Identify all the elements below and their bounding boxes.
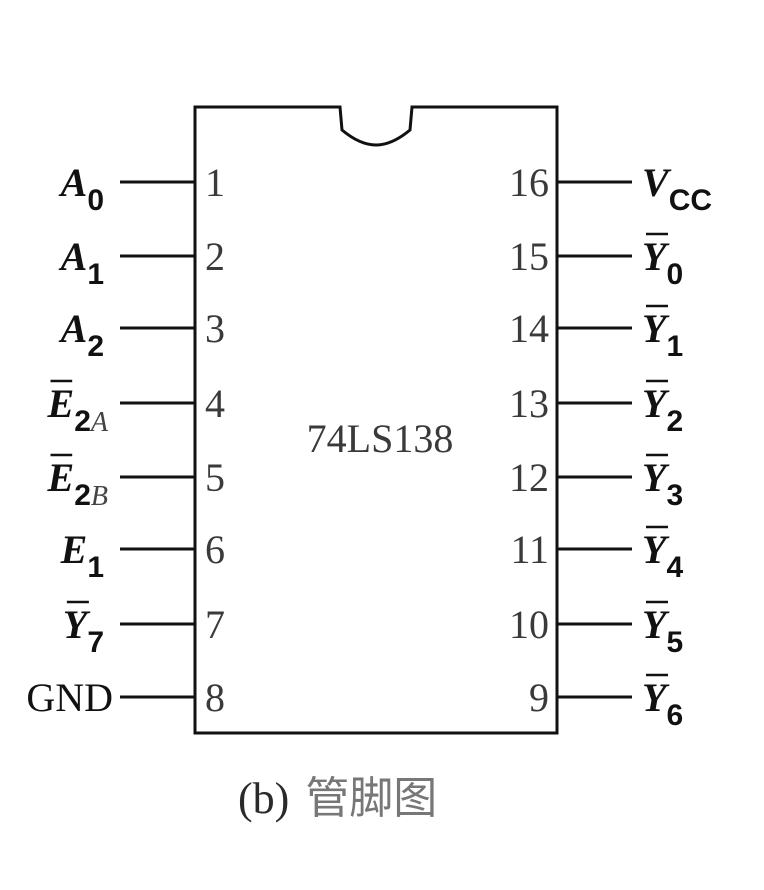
pin-number: 1 (205, 160, 225, 205)
caption-text: 管脚图 (305, 773, 437, 824)
pin-number: 9 (529, 675, 549, 720)
left-pin-6: 6 E1 (60, 527, 225, 584)
left-pin-1: 1 A0 (58, 160, 225, 217)
right-pin-12: 12 Y3 (509, 453, 683, 512)
signal-letter: A (58, 306, 88, 351)
right-pin-11: 11 Y4 (510, 525, 683, 584)
left-pin-4-signal: E2A (47, 381, 109, 438)
pin-number: 13 (509, 381, 549, 426)
signal-letter: Y (642, 675, 670, 720)
left-pin-2: 2 A1 (58, 234, 225, 291)
right-pin-11-signal: Y4 (642, 527, 683, 584)
signal-subscript: 2 (87, 330, 104, 363)
signal-letter: Y (642, 306, 670, 351)
left-pin-8-signal: GND (26, 675, 113, 720)
signal-letter: A (58, 234, 88, 279)
signal-subscript: 2 (666, 405, 683, 438)
right-pin-15-signal: Y0 (642, 234, 683, 291)
caption-label: (b) (238, 774, 289, 823)
left-pin-5-signal: E2B (47, 455, 108, 512)
pin-number: 12 (509, 455, 549, 500)
signal-letter: A (58, 160, 88, 205)
signal-letter: E (47, 455, 75, 500)
pin-number: 5 (205, 455, 225, 500)
left-pin-6-signal: E1 (60, 527, 104, 584)
pin-number: 10 (509, 602, 549, 647)
signal-subscript: 1 (87, 258, 104, 291)
left-pin-7: 7Y7 (63, 600, 225, 659)
signal-letter: GND (26, 675, 113, 720)
left-pin-1-signal: A0 (58, 160, 104, 217)
left-pin-2-signal: A1 (58, 234, 104, 291)
pin-number: 16 (509, 160, 549, 205)
caption: (b) 管脚图 (238, 773, 437, 824)
left-pin-3-signal: A2 (58, 306, 104, 363)
signal-subscript: 7 (87, 626, 104, 659)
chip-body (193, 105, 559, 735)
signal-subscript: 2 (74, 405, 91, 438)
signal-subscript: 5 (666, 626, 683, 659)
signal-letter: Y (642, 527, 670, 572)
pin-number: 11 (510, 527, 549, 572)
right-pin-16: 16 VCC (509, 160, 712, 217)
right-pin-10: 10 Y5 (509, 600, 683, 659)
right-pin-13-signal: Y2 (642, 381, 683, 438)
signal-subscript: 4 (666, 551, 683, 584)
left-pin-8: 8 GND (26, 675, 225, 720)
signal-letter: Y (63, 602, 91, 647)
chip-name: 74LS138 (307, 416, 454, 461)
signal-letter: E (60, 527, 88, 572)
signal-subscript: 6 (666, 699, 683, 732)
left-pin-5: 5 E2B (47, 453, 225, 512)
signal-letter: Y (642, 381, 670, 426)
right-pin-14: 14 Y1 (509, 304, 683, 363)
signal-subscript: 3 (666, 479, 683, 512)
right-pin-14-signal: Y1 (642, 306, 683, 363)
right-pin-12-signal: Y3 (642, 455, 683, 512)
pin-number: 7 (205, 602, 225, 647)
left-pin-4: 4 E2A (47, 379, 225, 438)
pin-number: 4 (205, 381, 225, 426)
signal-letter: Y (642, 602, 670, 647)
right-pin-16-signal: VCC (642, 160, 712, 217)
signal-subscript: 2 (74, 479, 91, 512)
signal-subscript: 1 (666, 330, 683, 363)
left-pin-3: 3 A2 (58, 306, 225, 363)
signal-letter: E (47, 381, 75, 426)
right-pin-9-signal: Y6 (642, 675, 683, 732)
signal-subscript: 1 (87, 551, 104, 584)
left-pin-7-signal: Y7 (63, 602, 104, 659)
signal-subscript: CC (669, 184, 712, 217)
signal-subscript-suffix: B (91, 481, 108, 512)
signal-subscript: 0 (87, 184, 104, 217)
right-pin-10-signal: Y5 (642, 602, 683, 659)
right-pin-13: 13 Y2 (509, 379, 683, 438)
pin-number: 3 (205, 306, 225, 351)
right-pin-9: 9 Y6 (529, 673, 683, 732)
signal-subscript: 0 (666, 258, 683, 291)
pin-number: 15 (509, 234, 549, 279)
signal-letter: V (642, 160, 672, 205)
signal-letter: Y (642, 234, 670, 279)
signal-subscript-suffix: A (89, 407, 109, 438)
pin-number: 2 (205, 234, 225, 279)
right-pin-15: 15 Y0 (509, 232, 683, 291)
pin-number: 6 (205, 527, 225, 572)
signal-letter: Y (642, 455, 670, 500)
pin-number: 8 (205, 675, 225, 720)
pin-number: 14 (509, 306, 549, 351)
